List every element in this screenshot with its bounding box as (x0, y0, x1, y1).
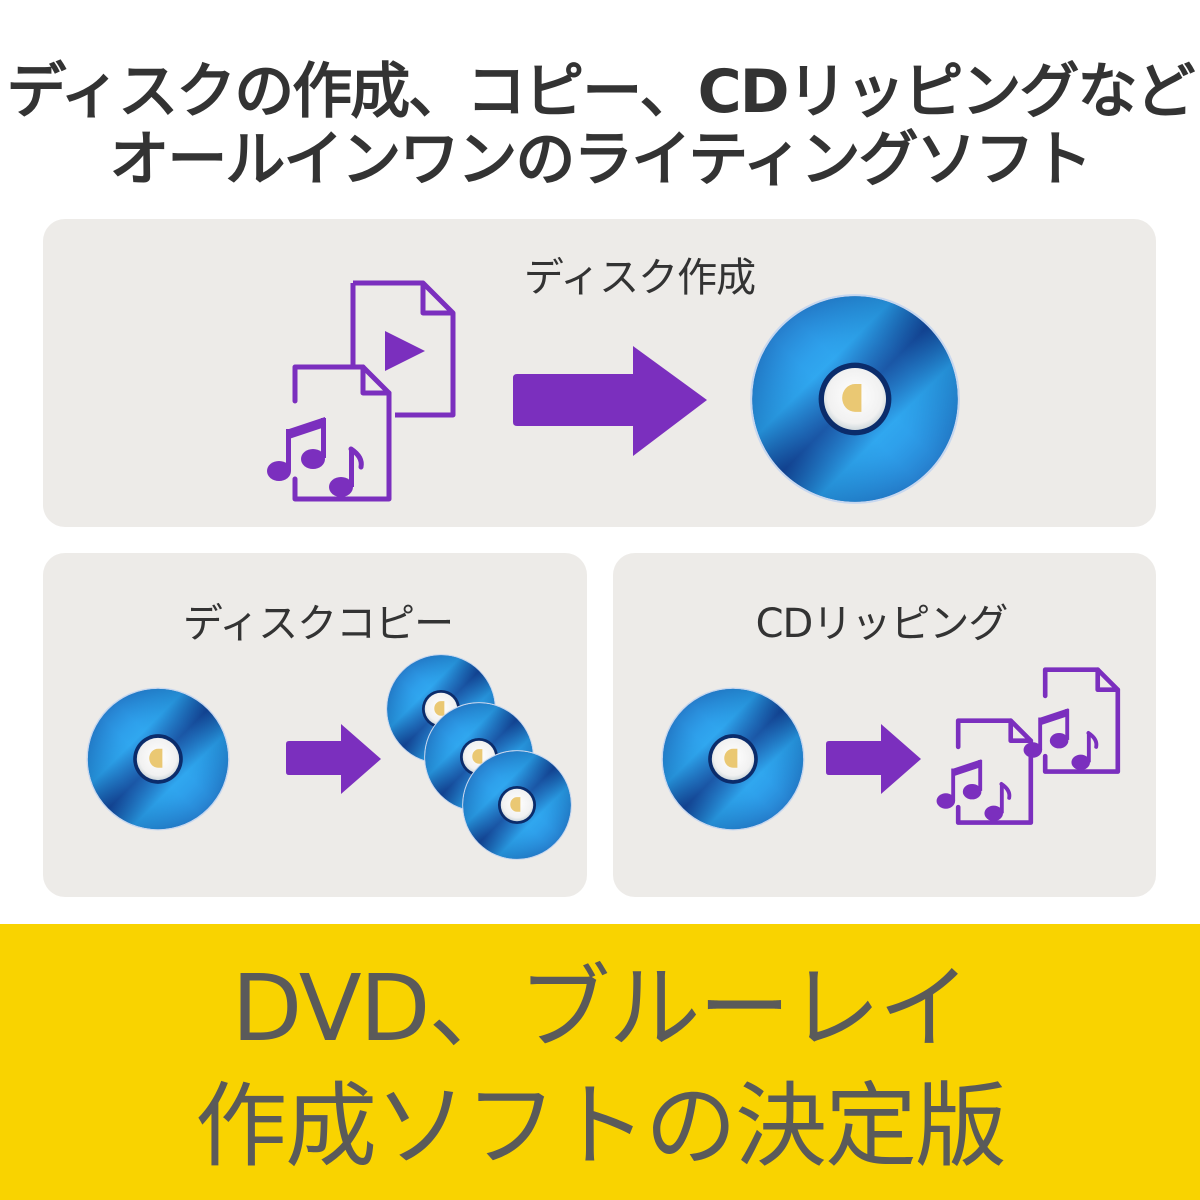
panel-disc-creation: ディスク作成 (43, 219, 1156, 527)
bottom-banner: DVD、ブルーレイ 作成ソフトの決定版 (0, 924, 1200, 1200)
disc-icon (86, 687, 230, 831)
video-file-icon (350, 280, 456, 418)
headline-line-2: オールインワンのライティングソフト (109, 125, 1092, 195)
disc-stack-icon (383, 653, 583, 873)
headline-line-1: ディスクの作成、コピー、CDリッピングなど (6, 57, 1195, 127)
music-file-icon (1021, 667, 1121, 774)
panel-title: ディスクコピー (182, 601, 454, 647)
arrow-right-icon (826, 724, 921, 794)
headline: ディスクの作成、コピー、CDリッピングなど オールインワンのライティングソフト (0, 58, 1200, 194)
panel-title: ディスク作成 (523, 255, 756, 301)
arrow-right-icon (513, 346, 707, 456)
panel-disc-copy: ディスクコピー (43, 553, 587, 897)
music-file-icon (934, 718, 1034, 825)
disc-icon (462, 750, 572, 860)
banner-line-1: DVD、ブルーレイ (231, 955, 970, 1062)
arrow-right-icon (286, 724, 381, 794)
disc-icon (661, 687, 805, 831)
music-file-icon (261, 364, 392, 502)
banner-text: DVD、ブルーレイ 作成ソフトの決定版 (0, 950, 1200, 1186)
banner-line-2: 作成ソフトの決定版 (194, 1073, 1007, 1180)
panel-cd-ripping: CDリッピング (613, 553, 1156, 897)
panel-title: CDリッピング (755, 601, 1009, 647)
disc-icon (750, 294, 960, 504)
